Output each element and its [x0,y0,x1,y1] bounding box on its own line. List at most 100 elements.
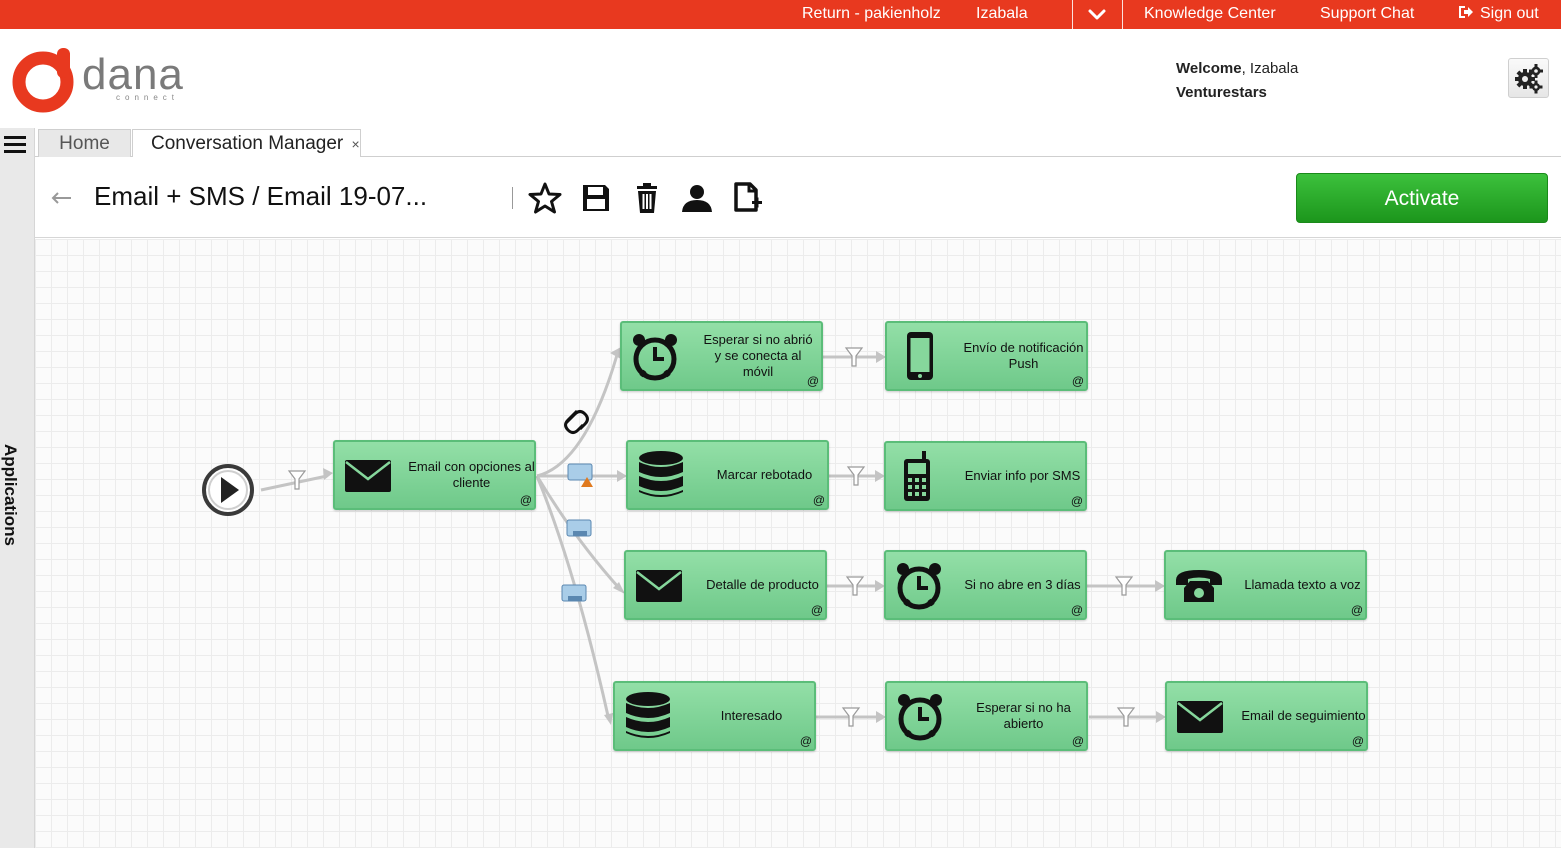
title-toolbar: Email + SMS / Email 19-07... Activate [35,157,1561,238]
sidebar-label: Applications [1,444,20,546]
filter-icon [287,470,307,490]
tab-strip: Home Conversation Manager × [35,128,1561,158]
database-icon [626,692,670,738]
flow-node-llamada[interactable]: Llamada texto a voz @ [1164,550,1367,620]
connector-arrowhead [875,580,885,592]
start-play-icon[interactable] [202,464,254,516]
node-options-icon[interactable]: @ [812,493,825,507]
connector [260,474,328,492]
support-chat-link[interactable]: Support Chat [1320,5,1415,22]
click-condition-icon [566,519,592,537]
toolbar-divider [512,187,513,209]
node-options-icon[interactable]: @ [1071,734,1084,748]
applications-sidebar[interactable]: Applications [0,128,35,848]
tab-close-icon[interactable]: × [351,136,360,152]
node-label: Interesado [720,708,783,723]
node-label: Esperar si no ha abierto [976,700,1071,731]
connector-arrowhead [323,468,333,480]
connector-arrowhead [604,713,613,725]
brand-name: dana [82,50,184,99]
back-arrow-icon[interactable] [51,191,73,205]
node-options-icon[interactable]: @ [1070,603,1083,617]
node-options-icon[interactable]: @ [1351,734,1364,748]
flow-node-rebotado[interactable]: Marcar rebotado @ [626,440,829,510]
page-title: Email + SMS / Email 19-07... [94,181,428,211]
welcome-panel: Welcome, Izabala Venturestars [1176,57,1298,105]
welcome-user: , Izabala [1241,60,1299,77]
node-label: Esperar si no abrió y se conecta al móvi… [703,332,813,379]
connector-arrowhead [1156,711,1166,723]
company-name: Venturestars [1176,84,1267,101]
flow-node-sms[interactable]: Enviar info por SMS @ [884,441,1087,511]
flow-node-push[interactable]: Envío de notificación Push @ [885,321,1088,391]
click-condition-icon [561,584,587,602]
alarm-clock-icon [898,694,942,741]
mobile-phone-icon [907,332,933,380]
sign-out-link[interactable]: Sign out [1458,0,1539,29]
new-document-icon[interactable] [733,181,763,213]
connector-arrowhead [875,470,885,482]
return-link[interactable]: Return - pakienholz [802,5,941,22]
cell-phone-icon [904,451,930,501]
connector [535,475,610,717]
node-options-icon[interactable]: @ [810,603,823,617]
tab-home[interactable]: Home [38,129,131,157]
connector-arrowhead [610,347,621,359]
node-label: Marcar rebotado [716,467,813,482]
hamburger-icon[interactable] [4,136,26,153]
envelope-icon [345,460,391,492]
filter-icon [841,707,861,727]
filter-icon [846,466,866,486]
telephone-icon [1176,570,1222,602]
connector-arrowhead [617,470,627,482]
tab-conversation-label: Conversation Manager [151,133,344,154]
star-icon[interactable] [528,181,562,215]
flow-node-esperar-movil[interactable]: Esperar si no abrió y se conecta al móvi… [620,321,823,391]
node-label: Detalle de producto [706,577,819,592]
flow-node-detalle[interactable]: Detalle de producto @ [624,550,827,620]
divider [1122,0,1123,29]
node-options-icon[interactable]: @ [806,374,819,388]
node-options-icon[interactable]: @ [799,734,812,748]
gears-icon [1515,64,1543,94]
connector-arrowhead [876,351,886,363]
connector-arrowhead [613,582,625,594]
settings-button[interactable] [1508,58,1549,98]
node-options-icon[interactable]: @ [519,493,532,507]
user-dropdown-button[interactable] [1084,2,1110,31]
filter-icon [1116,707,1136,727]
save-icon[interactable] [581,183,611,213]
sign-out-label: Sign out [1480,5,1539,22]
flow-node-no-abre[interactable]: Si no abre en 3 días @ [884,550,1087,620]
node-options-icon[interactable]: @ [1071,374,1084,388]
node-label: Email con opciones al cliente [408,459,535,490]
welcome-label: Welcome [1176,60,1242,77]
node-options-icon[interactable]: @ [1070,494,1083,508]
top-bar: Return - pakienholz Izabala Knowledge Ce… [0,0,1561,29]
node-options-icon[interactable]: @ [1350,603,1363,617]
envelope-icon [1177,701,1223,733]
activate-button[interactable]: Activate [1296,173,1548,223]
trash-icon[interactable] [634,183,660,213]
flow-node-seguimiento[interactable]: Email de seguimiento @ [1165,681,1368,751]
user-icon[interactable] [679,183,715,213]
chevron-down-icon [1088,9,1106,20]
connector [536,354,619,478]
database-icon [639,451,683,497]
brand-tagline: connect [116,93,180,102]
link-icon [564,409,589,434]
filter-icon [844,347,864,367]
node-label: Email de seguimiento [1241,708,1366,723]
sidebar-label-text: Applications [1,444,20,546]
flow-node-esperar-abierto[interactable]: Esperar si no ha abierto @ [885,681,1088,751]
node-label: Enviar info por SMS [964,468,1081,483]
bounce-condition-icon [567,463,593,487]
flow-node-email-cliente[interactable]: Email con opciones al cliente @ [333,440,536,510]
sign-out-icon [1459,6,1473,18]
knowledge-center-link[interactable]: Knowledge Center [1144,5,1276,22]
user-link[interactable]: Izabala [976,5,1028,22]
flow-canvas[interactable]: Email con opciones al cliente @ Esperar … [35,239,1561,848]
tab-conversation-manager[interactable]: Conversation Manager × [132,129,361,158]
dana-logo[interactable]: dana connect [12,44,192,119]
flow-node-interesado[interactable]: Interesado @ [613,681,816,751]
